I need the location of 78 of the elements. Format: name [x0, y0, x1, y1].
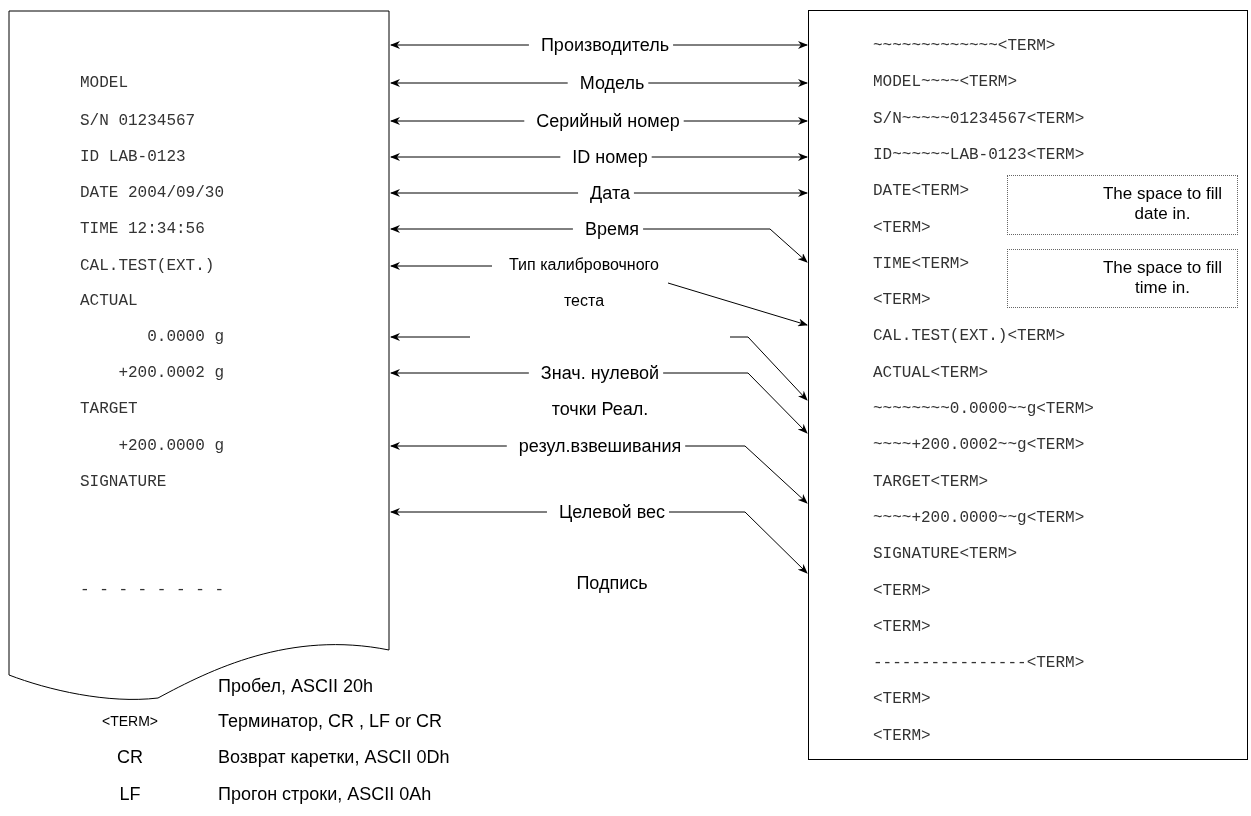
data-line: ~~~~~~~~~~~~~<TERM> [873, 36, 1056, 56]
field-name: Дата [590, 182, 630, 204]
data-line: ~~~~~~~~0.0000~~g<TERM> [873, 399, 1094, 419]
printout-line: TARGET [80, 399, 138, 419]
fill-in-box: The space to fill date in. [1007, 175, 1238, 235]
data-line: DATE<TERM> [873, 181, 969, 202]
printout-line: SIGNATURE [80, 472, 167, 492]
leader-arrow [667, 282, 808, 327]
leader-arrow [390, 333, 471, 341]
printout-line: DATE 2004/09/30 [80, 183, 225, 203]
data-line: SIGNATURE<TERM> [873, 544, 1018, 565]
leader-arrow [684, 445, 808, 504]
leader-arrow [651, 153, 808, 161]
leader-arrow [642, 228, 808, 263]
leader-arrow [390, 41, 530, 49]
printout-line: TIME 12:34:56 [80, 219, 205, 239]
legend-description: Прогон строки, ASCII 0Ah [218, 783, 432, 805]
field-name: Целевой вес [559, 501, 665, 523]
leader-arrow [633, 189, 808, 197]
printout-line: +200.0002 g [118, 363, 224, 383]
data-line: <TERM> [873, 689, 931, 710]
field-name: Модель [579, 72, 645, 94]
field-name: точки Реал. [551, 398, 649, 420]
legend-description: Терминатор, CR , LF or CR [218, 710, 443, 732]
data-line: <TERM> [873, 290, 931, 311]
field-name: Знач. нулевой [540, 362, 660, 384]
leader-arrow [647, 79, 808, 87]
data-line: <TERM> [873, 616, 931, 637]
printout-line: S/N 01234567 [80, 111, 196, 131]
data-line: ----------------<TERM> [873, 653, 1085, 674]
paper-printout [8, 10, 390, 700]
printout-line: ACTUAL [80, 291, 138, 311]
printout-line: +200.0000 g [118, 436, 224, 456]
leader-arrow [390, 79, 569, 87]
data-line: ACTUAL<TERM> [873, 362, 989, 383]
leader-arrow [390, 508, 548, 516]
data-line: CAL.TEST(EXT.)<TERM> [873, 326, 1066, 347]
leader-arrow [683, 117, 808, 125]
data-line: ID~~~~~~LAB-0123<TERM> [873, 144, 1085, 165]
field-name: Время [584, 218, 640, 240]
printout-line: 0.0000 g [147, 327, 224, 347]
data-line: MODEL~~~~<TERM> [873, 72, 1018, 93]
data-line: ~~~~+200.0002~~g<TERM> [873, 435, 1085, 456]
data-line: <TERM> [873, 580, 931, 601]
fill-in-box: The space to fill time in. [1007, 249, 1238, 308]
printout-line: MODEL [80, 73, 128, 93]
field-name: Производитель [540, 34, 670, 56]
data-line: ~~~~+200.0000~~g<TERM> [873, 507, 1085, 528]
field-name: резул.взвешивания [518, 435, 682, 457]
data-line: <TERM> [873, 725, 931, 746]
leader-arrow [729, 336, 808, 401]
printout-line: CAL.TEST(EXT.) [80, 256, 215, 276]
leader-arrow [390, 189, 579, 197]
symbol-text: <TERM> [102, 712, 158, 731]
field-name: ID номер [572, 146, 648, 168]
note-text: LF [119, 783, 141, 805]
data-line: TARGET<TERM> [873, 471, 989, 492]
legend-description: Возврат каретки, ASCII 0Dh [218, 746, 450, 768]
note-text: Подпись [576, 572, 648, 594]
leader-arrow [662, 372, 808, 434]
note-text: CR [117, 746, 143, 768]
data-line: S/N~~~~~01234567<TERM> [873, 108, 1085, 129]
data-line: TIME<TERM> [873, 253, 969, 274]
leader-arrow [390, 225, 574, 233]
leader-arrow [390, 153, 561, 161]
field-name: Тип калибровочного теста [504, 247, 664, 319]
leader-arrow [390, 117, 525, 125]
leader-arrow [668, 511, 808, 574]
leader-arrow [390, 369, 530, 377]
leader-arrow [672, 41, 808, 49]
leader-arrow [390, 262, 493, 270]
printout-line: - - - - - - - - [80, 580, 225, 600]
field-name: Серийный номер [536, 110, 680, 132]
output-frame [808, 10, 1248, 760]
legend-description: Пробел, ASCII 20h [218, 675, 374, 697]
printout-line: ID LAB-0123 [80, 147, 186, 167]
leader-arrow [390, 442, 508, 450]
data-line: <TERM> [873, 217, 931, 238]
